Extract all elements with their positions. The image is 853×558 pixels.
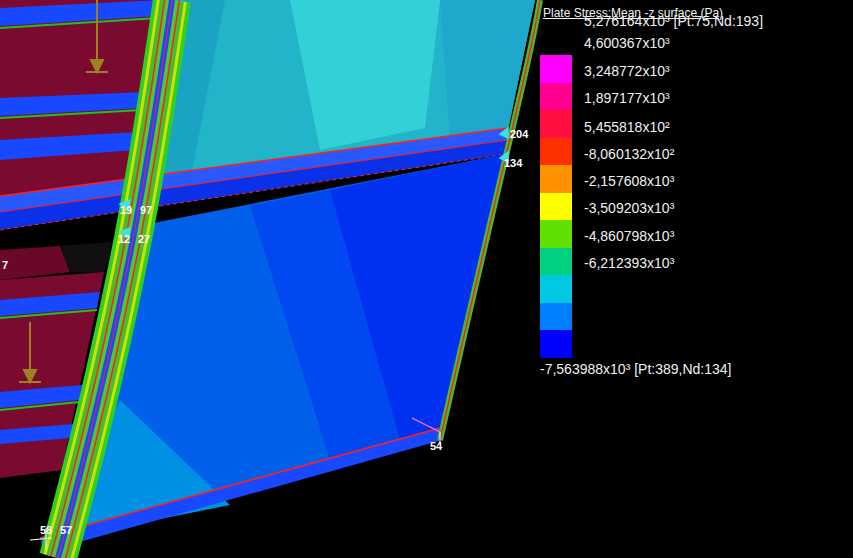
color-swatch [540, 275, 572, 303]
node-number: 19 [120, 204, 132, 216]
legend-value: -3,509203x10³ [584, 200, 674, 216]
color-swatch [540, 110, 572, 138]
color-swatch [540, 220, 572, 248]
legend-value: -6,212393x10³ [584, 255, 674, 271]
node-number: 204 [510, 128, 528, 140]
legend-value: -8,060132x10² [584, 146, 674, 162]
color-swatch [540, 83, 572, 111]
color-swatch [540, 248, 572, 276]
color-swatch [540, 55, 572, 83]
legend-value: 4,600367x10³ [584, 35, 670, 51]
node-number: 134 [504, 157, 522, 169]
color-swatch [540, 303, 572, 331]
color-swatch [540, 165, 572, 193]
node-number: 54 [430, 440, 442, 452]
legend-value: 5,455818x10² [584, 119, 670, 135]
color-swatch [540, 330, 572, 358]
node-number: 57 [60, 524, 72, 536]
legend-value: -2,157608x10³ [584, 173, 674, 189]
color-swatch [540, 193, 572, 221]
node-number: 12 [118, 233, 130, 245]
node-number: 27 [138, 233, 150, 245]
node-number: 58 [40, 524, 52, 536]
legend-value: -7,563988x10³ [Pt:389,Nd:134] [540, 361, 731, 377]
node-number: 7 [2, 259, 8, 271]
legend-value: 1,897177x10³ [584, 90, 670, 106]
legend-value: 5,276164x10³ [Pt:75,Nd:193] [584, 13, 763, 29]
node-number: 97 [140, 204, 152, 216]
legend-value: 3,248772x10³ [584, 63, 670, 79]
color-swatch [540, 138, 572, 166]
legend-value: -4,860798x10³ [584, 228, 674, 244]
